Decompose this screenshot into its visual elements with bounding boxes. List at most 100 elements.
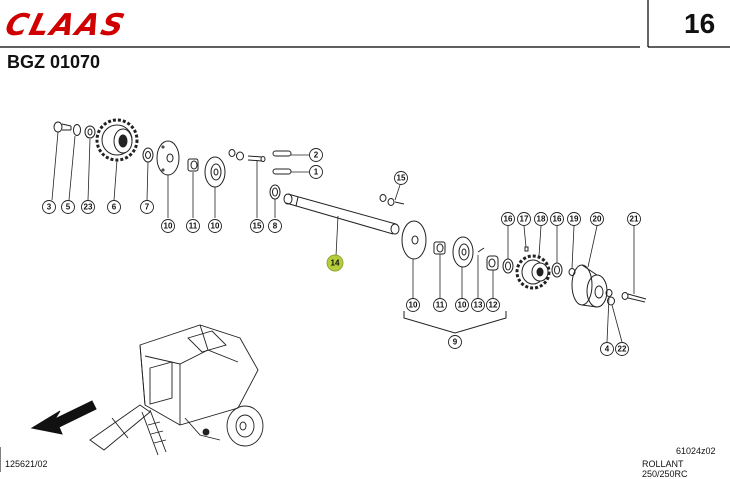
lock-washer-icon — [84, 125, 96, 139]
svg-text:21: 21 — [630, 215, 639, 224]
callout-10[interactable]: 10 — [455, 298, 469, 312]
svg-text:4: 4 — [605, 345, 610, 354]
callout-19[interactable]: 19 — [567, 212, 581, 226]
group-bracket — [403, 311, 507, 334]
washer-icon — [568, 268, 576, 276]
washer-icon — [605, 289, 615, 306]
bushing-icon — [551, 262, 563, 278]
callout-16[interactable]: 16 — [550, 212, 564, 226]
callout-14-highlighted[interactable]: 14 — [326, 254, 344, 272]
leader-lines — [51, 131, 635, 343]
callout-12[interactable]: 12 — [486, 298, 500, 312]
callout-11[interactable]: 11 — [433, 298, 447, 312]
right-assembly — [502, 246, 647, 308]
bushing-icon — [502, 258, 514, 274]
callout-2[interactable]: 2 — [309, 148, 323, 162]
drawing-reference: 125621/02 — [5, 459, 48, 469]
callout-16[interactable]: 16 — [501, 212, 515, 226]
callout-10[interactable]: 10 — [406, 298, 420, 312]
svg-text:13: 13 — [474, 301, 483, 310]
svg-text:5: 5 — [66, 203, 71, 212]
svg-text:15: 15 — [253, 222, 262, 231]
hub-icon — [571, 264, 608, 308]
bolt-icon — [53, 121, 72, 133]
bolt-icon — [477, 247, 485, 253]
drive-shaft-icon — [283, 193, 400, 235]
svg-text:17: 17 — [520, 215, 529, 224]
bolt-icon — [379, 194, 405, 206]
bushing-icon — [269, 184, 281, 200]
svg-text:7: 7 — [145, 203, 150, 212]
callout-3[interactable]: 3 — [42, 200, 56, 214]
locking-collar-icon — [486, 255, 499, 271]
svg-text:3: 3 — [47, 203, 52, 212]
callout-8[interactable]: 8 — [268, 219, 282, 233]
svg-text:20: 20 — [593, 215, 602, 224]
bushing-icon — [142, 147, 154, 163]
callout-5[interactable]: 5 — [61, 200, 75, 214]
nut-icon — [228, 149, 244, 161]
baler-machine-sketch — [89, 324, 264, 456]
svg-text:18: 18 — [537, 215, 546, 224]
machine-model: ROLLANT 250/250RC — [642, 459, 688, 479]
callout-22[interactable]: 22 — [615, 342, 629, 356]
roll-pin-icon — [272, 150, 292, 175]
sprocket-icon — [95, 118, 139, 162]
svg-text:16: 16 — [553, 215, 562, 224]
bearing-icon — [187, 158, 199, 172]
svg-text:1: 1 — [314, 168, 319, 177]
flange-plate-icon — [156, 140, 180, 176]
arrow-left-icon — [30, 400, 97, 435]
flange-plate-icon — [452, 236, 474, 268]
svg-text:23: 23 — [84, 203, 93, 212]
svg-text:10: 10 — [458, 301, 467, 310]
callout-11[interactable]: 11 — [186, 219, 200, 233]
svg-text:22: 22 — [618, 345, 627, 354]
callout-9[interactable]: 9 — [448, 335, 462, 349]
callout-17[interactable]: 17 — [517, 212, 531, 226]
callout-15[interactable]: 15 — [250, 219, 264, 233]
left-assembly — [53, 118, 292, 200]
bearing-group-assembly — [401, 220, 507, 334]
bearing-icon — [433, 241, 446, 255]
callout-10[interactable]: 10 — [161, 219, 175, 233]
svg-text:19: 19 — [570, 215, 579, 224]
callout-4[interactable]: 4 — [600, 342, 614, 356]
key-icon — [524, 246, 529, 252]
flange-plate-icon — [204, 156, 226, 188]
svg-text:11: 11 — [436, 301, 445, 310]
callout-1[interactable]: 1 — [309, 165, 323, 179]
svg-text:10: 10 — [211, 222, 220, 231]
figure-code: 61024z02 — [676, 446, 716, 456]
svg-text:16: 16 — [504, 215, 513, 224]
svg-text:14: 14 — [331, 259, 340, 268]
callout-markers: 3 5 23 6 7 10 11 10 15 8 2 1 14 15 10 11… — [42, 148, 641, 356]
callout-20[interactable]: 20 — [590, 212, 604, 226]
svg-text:15: 15 — [397, 174, 406, 183]
flange-plate-icon — [401, 220, 427, 260]
svg-text:10: 10 — [164, 222, 173, 231]
svg-text:6: 6 — [112, 203, 117, 212]
svg-text:8: 8 — [273, 222, 278, 231]
svg-text:9: 9 — [453, 338, 458, 347]
callout-6[interactable]: 6 — [107, 200, 121, 214]
washer-icon — [73, 124, 81, 136]
callout-18[interactable]: 18 — [534, 212, 548, 226]
svg-text:10: 10 — [409, 301, 418, 310]
svg-text:11: 11 — [189, 222, 198, 231]
callout-21[interactable]: 21 — [627, 212, 641, 226]
svg-text:2: 2 — [314, 151, 319, 160]
group-code: BGZ 01070 — [7, 52, 101, 72]
pin-icon — [247, 155, 266, 162]
callout-15[interactable]: 15 — [394, 171, 408, 185]
page-number: 16 — [684, 8, 716, 39]
callout-7[interactable]: 7 — [140, 200, 154, 214]
bolt-icon — [621, 292, 647, 303]
callout-23[interactable]: 23 — [81, 200, 95, 214]
svg-text:12: 12 — [489, 301, 498, 310]
callout-13[interactable]: 13 — [471, 298, 485, 312]
callout-10[interactable]: 10 — [208, 219, 222, 233]
